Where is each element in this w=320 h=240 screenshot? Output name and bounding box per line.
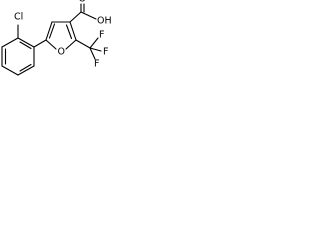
benzene-bond bbox=[17, 37, 35, 48]
ring-oxygen-label: O bbox=[58, 47, 65, 58]
chemical-structure: Cl O O OH F F F bbox=[1, 0, 112, 76]
c-carboxyl-bond bbox=[69, 11, 82, 23]
benzene-inner-bond bbox=[19, 63, 32, 72]
chlorine-label: Cl bbox=[14, 12, 23, 23]
c-cf3-bond bbox=[75, 39, 91, 49]
furan-inner-bond bbox=[48, 23, 56, 39]
aryl-furan-bond bbox=[33, 39, 47, 48]
benzene-bond bbox=[1, 65, 19, 76]
benzene-inner-bond bbox=[19, 41, 32, 50]
c-f-bond bbox=[89, 47, 102, 52]
furan-inner-bond bbox=[65, 24, 73, 40]
fluorine-bottom-label: F bbox=[94, 59, 99, 70]
furan-bond bbox=[65, 39, 77, 50]
carbonyl-oxygen-label: O bbox=[79, 0, 86, 5]
chlorophenyl-ring bbox=[1, 37, 35, 76]
c-f-bond bbox=[89, 47, 96, 60]
furan-bond bbox=[45, 39, 57, 50]
fluorine-right-label: F bbox=[103, 47, 108, 58]
hydroxyl-label: OH bbox=[97, 16, 112, 27]
c-f-bond bbox=[89, 37, 99, 49]
fluorine-top-label: F bbox=[99, 30, 104, 41]
benzene-bond bbox=[1, 37, 19, 48]
furan-ring bbox=[45, 21, 77, 50]
furan-bond bbox=[45, 21, 53, 41]
furan-bond bbox=[69, 21, 77, 41]
benzene-bond bbox=[17, 65, 35, 76]
c-oh-bond bbox=[80, 11, 97, 20]
